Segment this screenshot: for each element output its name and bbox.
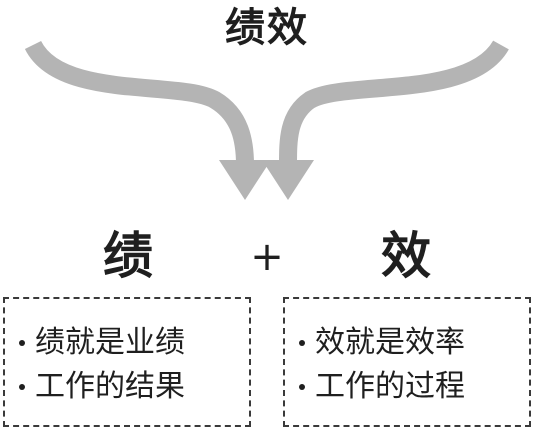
right-definition-box: 效就是效率 工作的过程 xyxy=(283,297,531,427)
left-definition-box: 绩就是业绩 工作的结果 xyxy=(3,297,251,427)
right-item-1: 效就是效率 xyxy=(315,325,465,360)
bullet-icon xyxy=(19,340,25,346)
left-curved-arrow-body xyxy=(24,40,254,166)
list-item: 绩就是业绩 xyxy=(19,321,249,365)
left-term: 绩 xyxy=(103,227,153,285)
list-item: 效就是效率 xyxy=(299,321,529,365)
bullet-icon xyxy=(19,384,25,390)
left-arrow-head xyxy=(219,160,271,200)
bullet-icon xyxy=(299,384,305,390)
plus-sign: + xyxy=(250,234,284,280)
list-item: 工作的结果 xyxy=(19,365,249,409)
right-term: 效 xyxy=(381,227,431,285)
left-item-1: 绩就是业绩 xyxy=(35,325,185,360)
right-item-2: 工作的过程 xyxy=(315,369,465,404)
diagram-title: 绩效 xyxy=(225,5,309,51)
bullet-icon xyxy=(299,340,305,346)
right-curved-arrow-body xyxy=(279,39,509,166)
list-item: 工作的过程 xyxy=(299,365,529,409)
left-item-2: 工作的结果 xyxy=(35,369,185,404)
right-arrow-head xyxy=(262,160,314,200)
